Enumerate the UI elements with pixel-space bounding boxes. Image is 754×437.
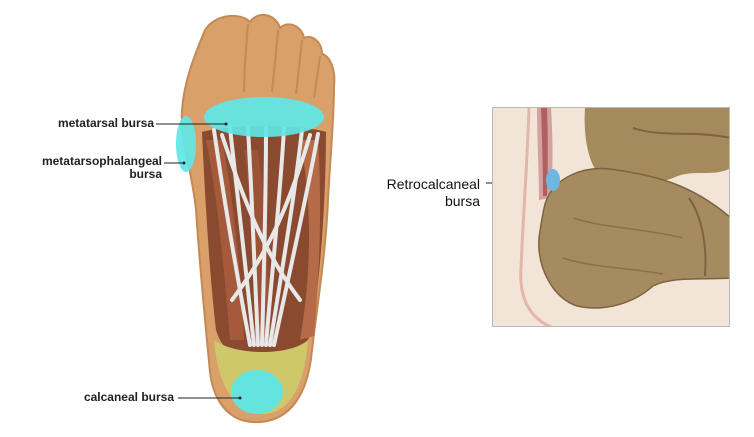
retrocalcaneal-bursa-shape bbox=[546, 169, 560, 191]
metatarsophalangeal-bursa-label: metatarsophalangeal bursa bbox=[42, 155, 162, 181]
metatarsophalangeal-bursa-label-line2: bursa bbox=[129, 167, 162, 181]
calcaneal-bursa-shape bbox=[231, 370, 283, 414]
heel-inset-panel bbox=[492, 107, 730, 327]
metatarsal-bursa-label: metatarsal bursa bbox=[57, 116, 154, 130]
heel-bones-illustration bbox=[519, 108, 729, 326]
foot-sole-illustration bbox=[176, 13, 336, 424]
retrocalcaneal-bursa-label: Retrocalcaneal bursa bbox=[387, 176, 480, 210]
retrocalcaneal-bursa-label-line2: bursa bbox=[444, 193, 480, 209]
retrocalcaneal-bursa-label-line1: Retrocalcaneal bbox=[386, 176, 480, 192]
metatarsal-bursa-shape bbox=[204, 97, 324, 137]
metatarsophalangeal-bursa-shape bbox=[176, 116, 196, 172]
metatarsophalangeal-bursa-label-line1: metatarsophalangeal bbox=[41, 154, 162, 168]
calcaneal-bursa-label: calcaneal bursa bbox=[83, 390, 174, 404]
